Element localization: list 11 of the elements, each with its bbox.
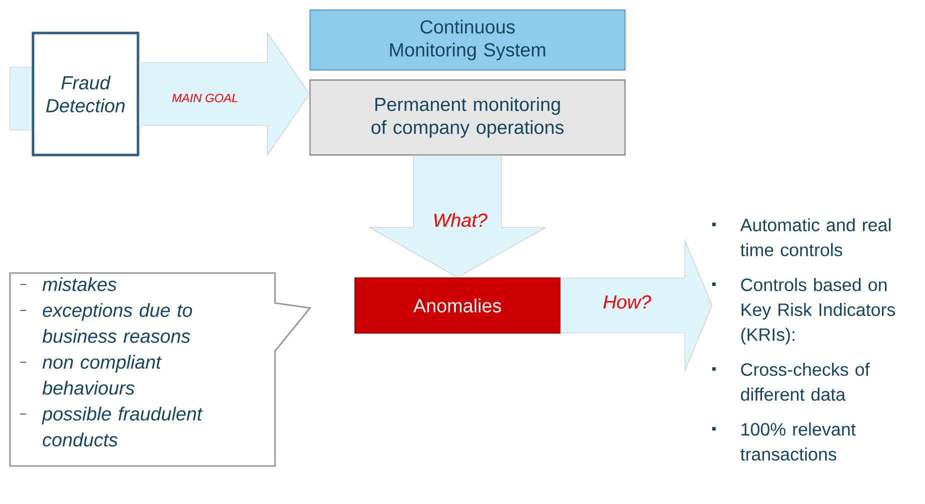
- bullet-list: Automatic and real time controls Controls based on Key Risk Indicators (KRIs): Cross-checks of different data 100% relevant transactions: [712, 218, 895, 461]
- block-arrow: [138, 32, 310, 156]
- highlight-box: Anomalies: [354, 277, 561, 334]
- edge-label: What?: [432, 212, 488, 228]
- title-box: Continuous Monitoring System: [309, 9, 626, 71]
- process-box: Permanent monitoring of company operations: [309, 79, 626, 156]
- block-arrow: [368, 155, 547, 278]
- callout-box: mistakes exceptions due to business reasons non compliant behaviours possible fraudulent conducts: [9, 272, 312, 467]
- block-arrow: [560, 239, 712, 372]
- text-box: Fraud Detection: [32, 32, 140, 156]
- edge-label: How?: [602, 294, 652, 310]
